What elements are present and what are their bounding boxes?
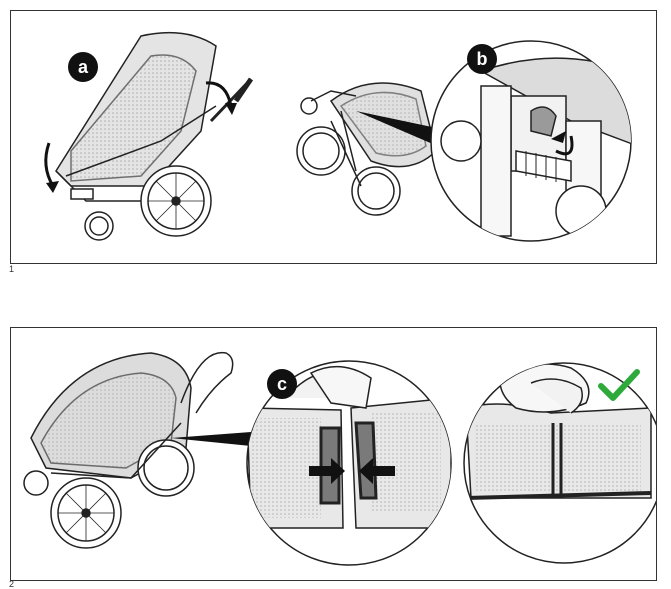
callout-b-label: b — [477, 49, 488, 69]
rotate-arrow-icon — [555, 135, 574, 156]
callout-a-badge: a — [68, 52, 98, 82]
arrow-head-icon — [46, 181, 59, 193]
callout-c-label: c — [277, 374, 287, 394]
latch-detail-circle — [430, 40, 632, 242]
rotate-arrow-icon — [205, 81, 233, 107]
callout-a-label: a — [78, 57, 89, 77]
push-arrow-icon — [359, 458, 395, 484]
stroller-canopy-illustration — [23, 351, 234, 549]
detail-pointer — [171, 432, 251, 446]
detail-pointer — [356, 111, 451, 151]
figure-1-number: 1 — [9, 264, 15, 274]
attach-result-detail-circle — [463, 362, 656, 564]
checkmark-icon — [598, 369, 640, 401]
figure-2-illustration: c — [23, 351, 656, 566]
attach-detail-circle-c — [246, 360, 452, 566]
figure-1-illustration: a b — [44, 31, 632, 242]
stroller-folded-illustration — [296, 82, 437, 216]
callout-b-badge: b — [467, 44, 497, 74]
figure-1-panel: a b — [10, 10, 657, 264]
figure-2-number: 2 — [9, 579, 15, 589]
arrow-head-icon — [225, 103, 237, 115]
push-arrow-icon — [309, 458, 345, 484]
rotate-arrow-icon — [44, 142, 55, 187]
stroller-folding-illustration — [55, 31, 254, 241]
press-arrow-icon — [551, 131, 566, 143]
figure-2-panel: c — [10, 327, 657, 581]
callout-c-badge: c — [267, 369, 297, 399]
